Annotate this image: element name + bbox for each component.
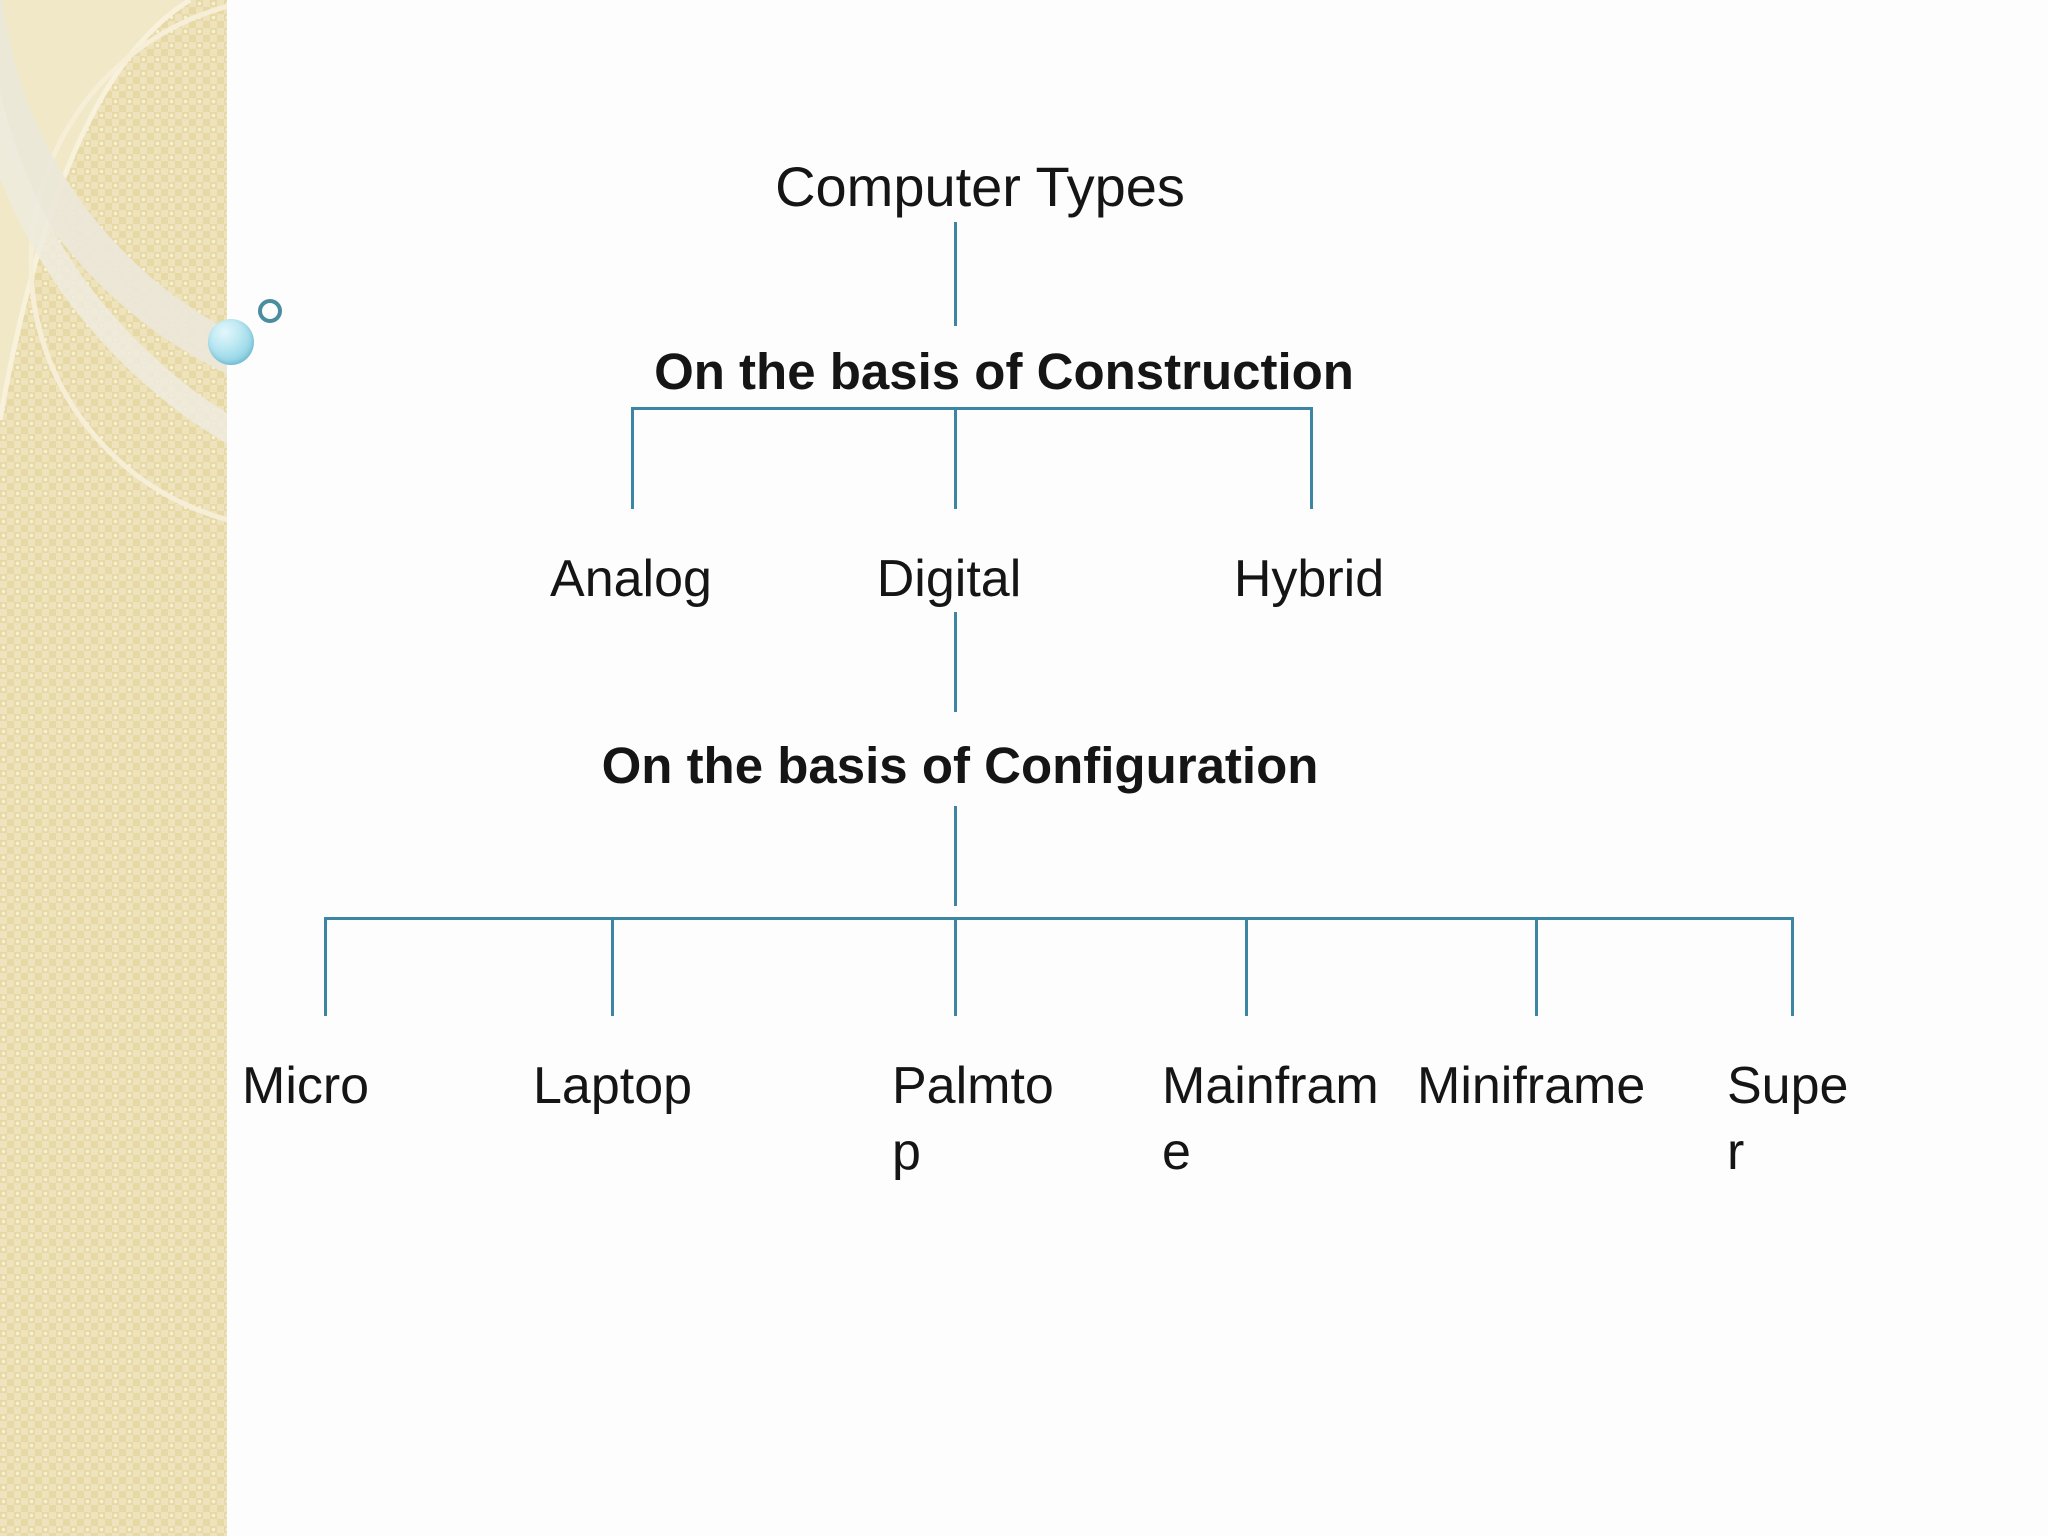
ring-icon: [258, 299, 282, 323]
light-arc-region: [0, 0, 190, 420]
configuration-drop-mainframe: [1245, 917, 1248, 1016]
slide-title: Computer Types: [775, 155, 1185, 218]
connector-configuration-to-bracket: [954, 806, 957, 906]
configuration-drop-super: [1791, 917, 1794, 1016]
connector-digital-to-configuration: [954, 612, 957, 712]
construction-node-hybrid: Hybrid: [1233, 550, 1385, 608]
configuration-node-miniframe: Miniframe: [1417, 1057, 1646, 1115]
configuration-bracket-bar: [324, 917, 1794, 920]
connector-title-to-construction: [954, 222, 957, 326]
configuration-node-mainframe: Mainfram e: [1162, 1057, 1379, 1181]
construction-node-analog: Analog: [550, 550, 712, 608]
configuration-header: On the basis of Configuration: [601, 737, 1319, 794]
configuration-node-palmtop: Palmto p: [892, 1057, 1054, 1181]
configuration-node-super: Supe r: [1727, 1057, 1849, 1181]
construction-drop-hybrid: [1310, 407, 1313, 509]
construction-bracket-bar: [631, 407, 1313, 410]
construction-header: On the basis of Construction: [654, 343, 1354, 400]
configuration-drop-miniframe: [1535, 917, 1538, 1016]
sidebar-decorative-band: [0, 0, 227, 1536]
construction-drop-digital: [954, 407, 957, 509]
configuration-drop-micro: [324, 917, 327, 1016]
band-circle-ornaments: [0, 0, 227, 523]
thin-ring-icon: [28, 3, 227, 523]
sphere-icon: [208, 319, 254, 365]
configuration-drop-palmtop: [954, 917, 957, 1016]
configuration-node-micro: Micro: [242, 1057, 370, 1115]
configuration-drop-laptop: [611, 917, 614, 1016]
construction-drop-analog: [631, 407, 634, 509]
configuration-node-laptop: Laptop: [533, 1057, 693, 1115]
thin-arc-icon: [0, 0, 192, 421]
construction-node-digital: Digital: [876, 550, 1022, 608]
